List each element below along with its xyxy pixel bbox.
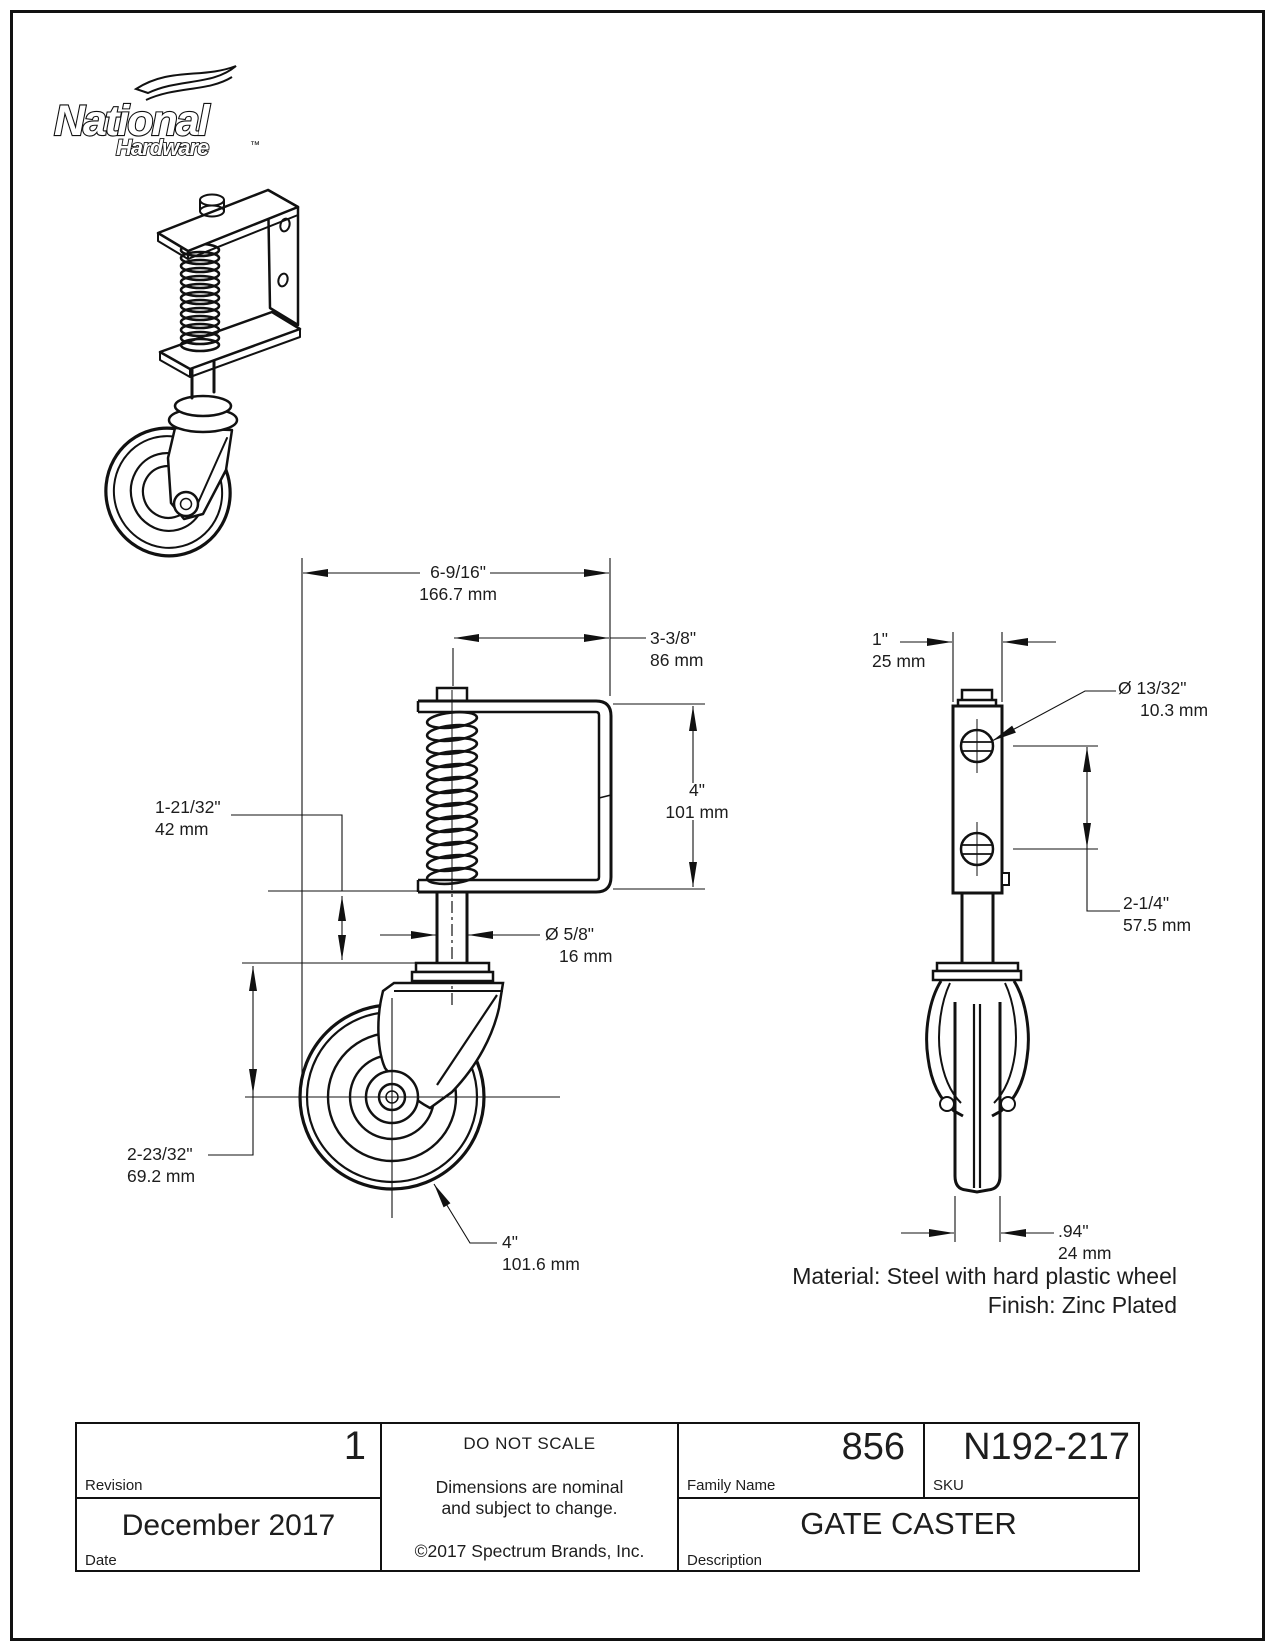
isometric-view (104, 188, 302, 558)
disclaimer: Dimensions are nominal and subject to ch… (435, 1476, 624, 1518)
dim-overall-width: 6-9/16" 166.7 mm (419, 562, 497, 604)
date-label: Date (85, 1552, 117, 1569)
side-dimension-lines (900, 632, 1120, 1242)
family-name-cell: 856 Family Name (679, 1424, 925, 1499)
material-note: Material: Steel with hard plastic wheel (792, 1263, 1177, 1289)
front-bracket (418, 699, 613, 894)
dim-spring-travel: 1-21/32" 42 mm (155, 797, 221, 839)
dim-hole-diameter: Ø 13/32" 10.3 mm (1118, 678, 1209, 720)
sku-cell: N192-217 SKU (925, 1424, 1138, 1499)
revision-cell: 1 Revision (77, 1424, 382, 1499)
dim-stem-diameter: Ø 5/8" 16 mm (545, 924, 613, 966)
logo-swoosh (133, 65, 237, 95)
family-name-value: 856 (841, 1426, 905, 1468)
logo-tm: ™ (250, 140, 260, 151)
logo-sub-text: Hardware (116, 135, 209, 160)
dim-hole-spacing: 2-1/4" 57.5 mm (1123, 893, 1192, 935)
description-label: Description (687, 1552, 763, 1569)
copyright: ©2017 Spectrum Brands, Inc. (414, 1541, 645, 1561)
finish-note: Finish: Zinc Plated (987, 1292, 1177, 1318)
dim-plate-width: 1" 25 mm (872, 629, 926, 671)
iso-hub (172, 490, 200, 518)
national-hardware-logo: National Hardware ™ (53, 65, 260, 161)
dim-bracket-height: 4" 101 mm (665, 780, 729, 822)
side-plate (951, 704, 1004, 895)
sku-value: N192-217 (963, 1426, 1130, 1468)
dim-wheel-diameter: 4" 101.6 mm (502, 1232, 580, 1274)
iso-spring (179, 242, 221, 353)
scale-note: DO NOT SCALE (463, 1434, 596, 1453)
dim-wheel-width: .94" 24 mm (1058, 1221, 1112, 1263)
drawing-notes-cell: DO NOT SCALE Dimensions are nominal and … (382, 1424, 679, 1572)
dim-bracket-width: 3-3/8" 86 mm (650, 628, 704, 670)
description-value: GATE CASTER (800, 1506, 1017, 1541)
material-finish-notes: Material: Steel with hard plastic wheel … (792, 1262, 1177, 1320)
front-spring (425, 710, 479, 886)
front-dimension-lines (208, 558, 705, 1244)
family-name-label: Family Name (687, 1477, 776, 1494)
date-cell: December 2017 Date (77, 1499, 382, 1572)
side-view (925, 688, 1030, 1194)
revision-label: Revision (85, 1477, 143, 1494)
sku-label: SKU (933, 1477, 964, 1494)
dim-swivel-height: 2-23/32" 69.2 mm (127, 1144, 196, 1186)
front-view (245, 686, 613, 1218)
sheet-border (10, 10, 1265, 1641)
revision-value: 1 (343, 1424, 366, 1468)
side-mounting-holes (959, 719, 995, 876)
description-cell: GATE CASTER Description (679, 1499, 1138, 1572)
logo-brand-text: National (54, 97, 211, 145)
title-block: 1 Revision December 2017 Date DO NOT SCA… (75, 1422, 1140, 1572)
date-value: December 2017 (121, 1509, 336, 1542)
side-wheel (953, 1002, 1002, 1194)
